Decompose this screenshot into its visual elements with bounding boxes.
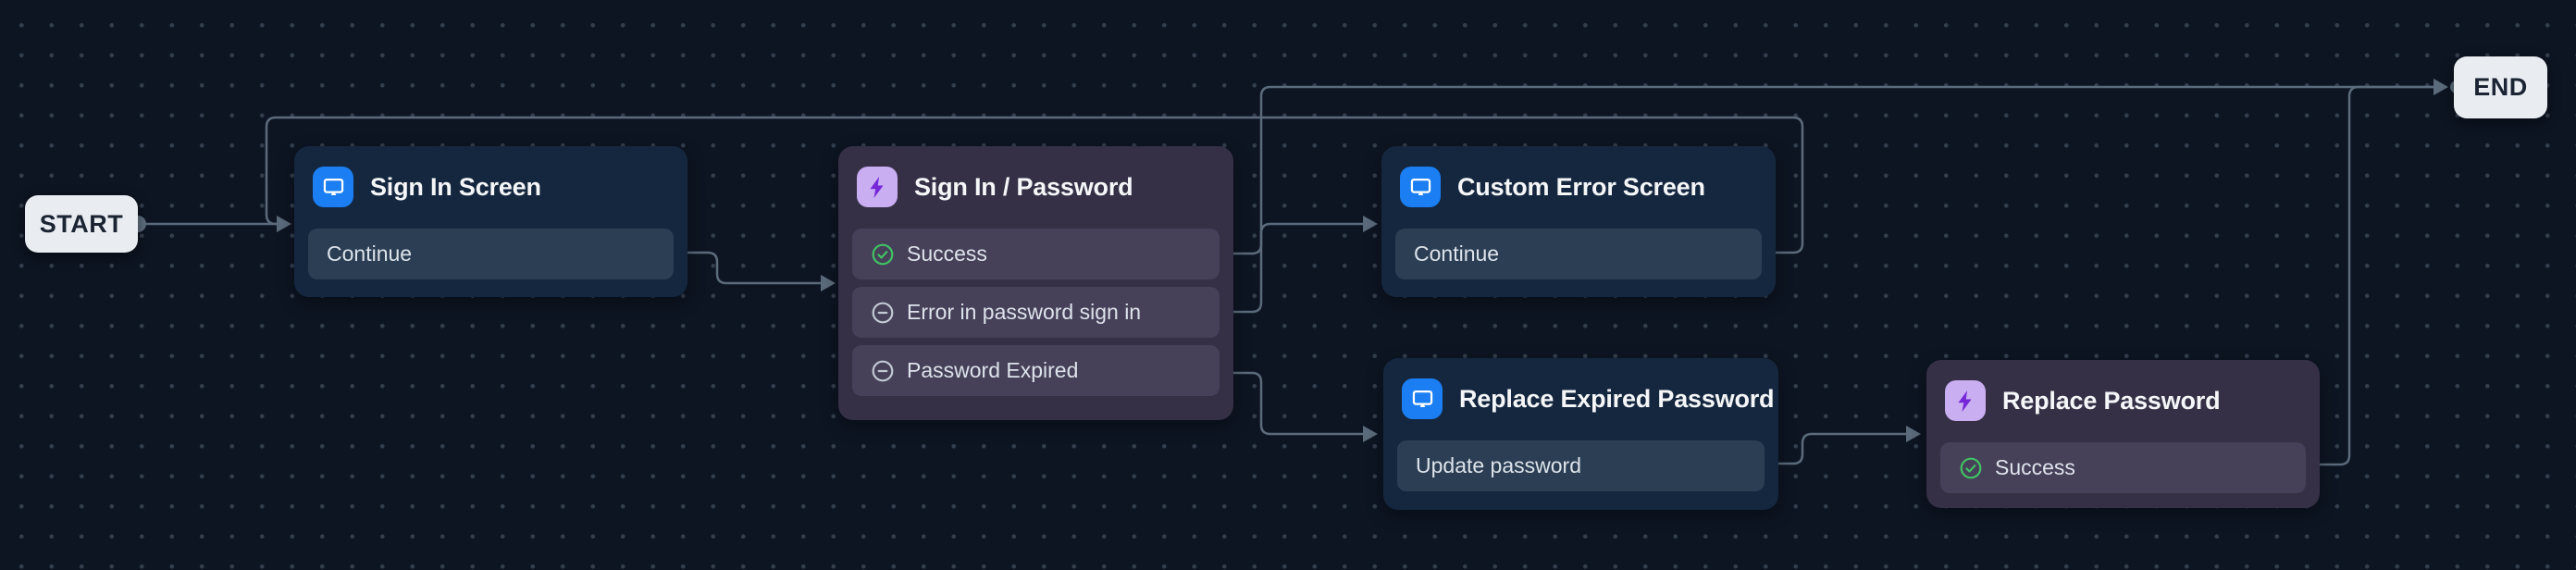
node-replace-expired-password[interactable]: Replace Expired Password Update password (1383, 358, 1778, 510)
node-title: Sign In Screen (370, 172, 541, 201)
port-continue[interactable]: Continue (308, 229, 674, 279)
node-title: Custom Error Screen (1457, 172, 1705, 201)
minus-circle-icon (871, 301, 895, 325)
arrowhead-into-replace-password (1906, 426, 1921, 442)
bolt-icon (1945, 380, 1986, 421)
check-circle-icon (1959, 456, 1983, 480)
port-success[interactable]: Success (1940, 442, 2306, 493)
port-label: Success (907, 242, 987, 266)
port-list: Success (1926, 442, 2320, 493)
port-error[interactable]: Error in password sign in (852, 287, 1220, 338)
port-label: Continue (327, 242, 413, 266)
port-list: Continue (1381, 229, 1776, 279)
node-sign-in-password[interactable]: Sign In / Password Success Error in pass… (838, 146, 1233, 420)
port-list: Update password (1383, 440, 1778, 491)
port-update-password[interactable]: Update password (1397, 440, 1765, 491)
node-sign-in-screen[interactable]: Sign In Screen Continue (294, 146, 687, 297)
port-success[interactable]: Success (852, 229, 1220, 279)
arrowhead-into-sign-in-password (821, 275, 836, 291)
node-replace-password[interactable]: Replace Password Success (1926, 360, 2320, 508)
node-header: Replace Expired Password (1383, 358, 1778, 420)
port-list: Continue (294, 229, 687, 279)
end-label: END (2473, 73, 2528, 101)
edge-expired-to-replace-expired-password[interactable] (1214, 371, 1363, 436)
node-header: Sign In / Password (838, 146, 1233, 208)
arrowhead-into-end (2434, 79, 2448, 95)
start-node[interactable]: START (25, 195, 138, 253)
screen-icon (1402, 378, 1443, 419)
edge-replace-success-to-end[interactable] (2299, 85, 2434, 466)
node-title: Replace Password (2002, 386, 2221, 415)
arrowhead-into-custom-error-screen (1363, 216, 1378, 232)
arrowhead-into-replace-expired-password (1363, 426, 1378, 442)
port-label: Continue (1414, 242, 1500, 266)
port-label: Update password (1416, 453, 1581, 477)
port-label: Password Expired (907, 358, 1079, 382)
node-header: Custom Error Screen (1381, 146, 1776, 208)
port-label: Success (1995, 455, 2075, 479)
port-list: Success Error in password sign in Passwo… (838, 229, 1233, 396)
screen-icon (313, 167, 353, 207)
arrowhead-into-sign-in-screen (277, 216, 291, 232)
edge-update-password-to-replace-password[interactable] (1756, 432, 1906, 465)
node-title: Replace Expired Password (1459, 384, 1775, 413)
minus-circle-icon (871, 359, 895, 383)
edge-sign-in-continue-to-sign-in-password[interactable] (669, 251, 821, 285)
node-header: Sign In Screen (294, 146, 687, 208)
node-header: Replace Password (1926, 360, 2320, 422)
node-custom-error-screen[interactable]: Custom Error Screen Continue (1381, 146, 1776, 297)
check-circle-icon (871, 242, 895, 266)
edge-success-to-end[interactable] (1214, 85, 2434, 255)
edge-custom-error-continue-to-sign-in-screen[interactable] (265, 116, 1804, 254)
port-expired[interactable]: Password Expired (852, 345, 1220, 396)
edge-error-to-custom-error-screen[interactable] (1214, 222, 1363, 314)
port-label: Error in password sign in (907, 300, 1142, 324)
end-node[interactable]: END (2454, 56, 2547, 118)
bolt-icon (857, 167, 898, 207)
start-label: START (39, 209, 124, 238)
node-title: Sign In / Password (914, 172, 1133, 201)
port-continue[interactable]: Continue (1395, 229, 1762, 279)
screen-icon (1400, 167, 1441, 207)
